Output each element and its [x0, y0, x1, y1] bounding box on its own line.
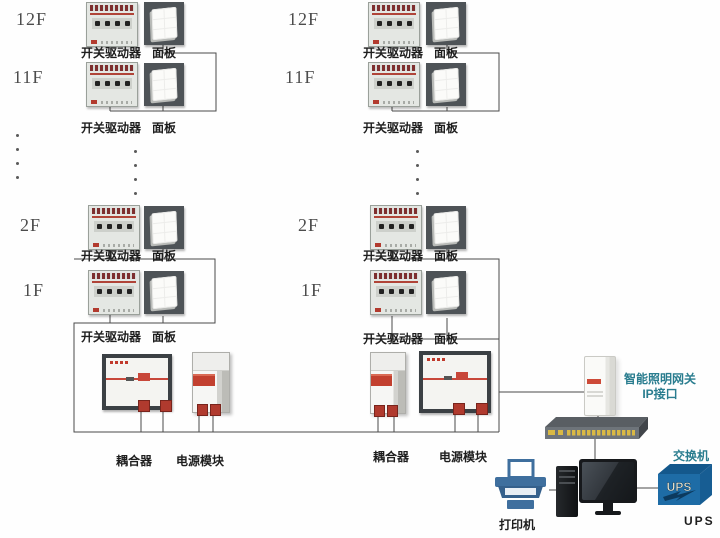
actuator-label: 开关驱动器	[81, 330, 142, 344]
vertical-ellipsis-icon	[416, 150, 419, 195]
actuator-label: 开关驱动器	[81, 121, 142, 135]
panel-label: 面板	[434, 121, 459, 135]
network-switch-icon	[545, 417, 648, 439]
switch-actuator-icon	[370, 270, 422, 315]
floor-label-12f-right: 12F	[288, 9, 320, 29]
actuator-label: 开关驱动器	[363, 46, 424, 60]
switch-actuator-icon	[368, 62, 420, 107]
panel-label: 面板	[152, 46, 177, 60]
control-panel-icon	[426, 2, 466, 45]
power-module-label: 电源模块	[176, 454, 225, 468]
switch-actuator-icon	[88, 205, 140, 250]
floor-label-2f-left: 2F	[20, 215, 42, 235]
coupler-label: 耦合器	[116, 454, 153, 468]
panel-label: 面板	[434, 332, 459, 346]
pc-tower-icon	[556, 466, 578, 517]
gateway-label-line1: 智能照明网关	[623, 372, 696, 386]
ups-icon: UPS	[658, 464, 712, 505]
actuator-label: 开关驱动器	[81, 249, 142, 263]
control-panel-icon	[426, 206, 466, 249]
power-module-icon	[192, 352, 230, 416]
panel-label: 面板	[434, 249, 459, 263]
actuator-label: 开关驱动器	[363, 121, 424, 135]
switch-actuator-icon	[370, 205, 422, 250]
control-panel-icon	[144, 2, 184, 45]
actuator-label: 开关驱动器	[363, 332, 424, 346]
control-panel-icon	[144, 271, 184, 314]
ups-label: UPS	[684, 514, 715, 528]
floor-label-11f-right: 11F	[285, 67, 316, 87]
gateway-label-line2: IP接口	[642, 387, 678, 401]
vertical-ellipsis-icon	[16, 134, 19, 179]
lighting-gateway-icon	[584, 356, 616, 416]
gateway-label: 智能照明网关 IP接口	[608, 372, 712, 402]
printer-icon	[495, 459, 546, 509]
switch-actuator-icon	[86, 2, 138, 47]
floor-label-12f-left: 12F	[16, 9, 48, 29]
printer-label: 打印机	[499, 518, 536, 532]
floor-label-11f-left: 11F	[13, 67, 44, 87]
vertical-ellipsis-icon	[134, 150, 137, 195]
control-panel-icon	[426, 63, 466, 106]
floor-label-2f-right: 2F	[298, 215, 320, 235]
floor-label-1f-right: 1F	[301, 280, 323, 300]
panel-label: 面板	[434, 46, 459, 60]
coupler-icon	[370, 352, 406, 417]
panel-label: 面板	[152, 330, 177, 344]
control-panel-icon	[144, 206, 184, 249]
switch-actuator-icon	[88, 270, 140, 315]
coupler-label: 耦合器	[373, 450, 410, 464]
coupler-icon	[102, 354, 172, 412]
power-module-label: 电源模块	[439, 450, 488, 464]
network-switch-label: 交换机	[673, 449, 710, 463]
actuator-label: 开关驱动器	[363, 249, 424, 263]
floor-label-1f-left: 1F	[23, 280, 45, 300]
actuator-label: 开关驱动器	[81, 46, 142, 60]
panel-label: 面板	[152, 249, 177, 263]
switch-actuator-icon	[86, 62, 138, 107]
switch-actuator-icon	[368, 2, 420, 47]
ups-box-text: UPS	[667, 480, 692, 494]
control-panel-icon	[426, 271, 466, 314]
panel-label: 面板	[152, 121, 177, 135]
control-panel-icon	[144, 63, 184, 106]
monitor-icon	[579, 459, 637, 515]
power-module-icon	[419, 351, 491, 415]
